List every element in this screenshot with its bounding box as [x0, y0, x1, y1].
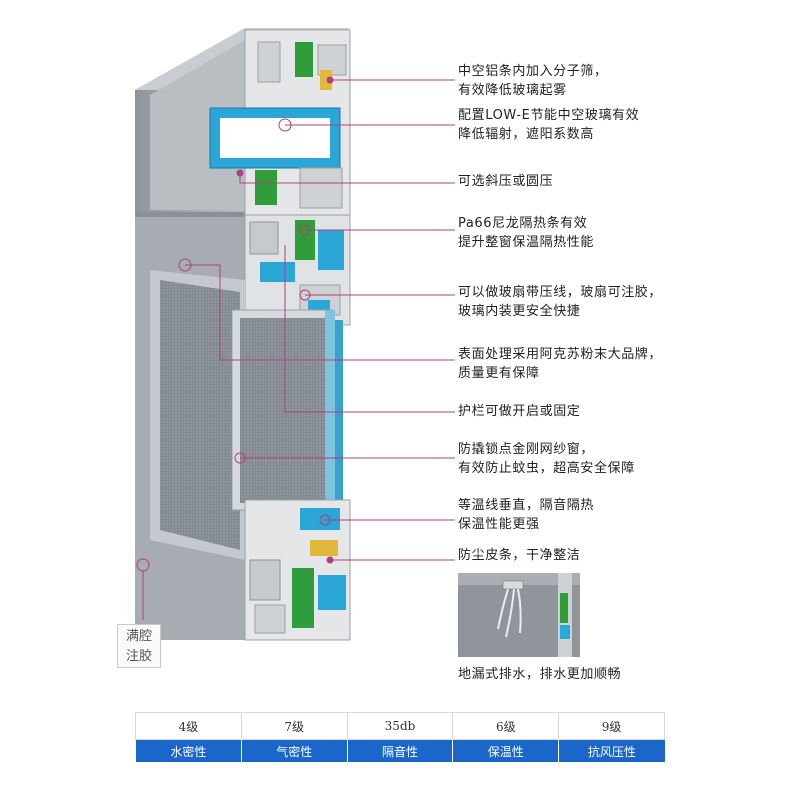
callout-glass-bead: 可以做玻扇带压线，玻扇可注胶， 玻璃内装更安全快捷 — [458, 283, 662, 321]
rating-value-watertight: 4级 — [135, 712, 242, 740]
callout-line: 质量更有保障 — [458, 366, 540, 381]
stamp-line: 满腔 — [125, 629, 152, 644]
drainage-caption: 地漏式排水，排水更加顺畅 — [458, 667, 622, 682]
leader-3 — [239, 175, 455, 184]
callout-line: 保温性能更强 — [458, 517, 540, 532]
callout-line: 表面处理采用阿克苏粉末大品牌， — [458, 347, 663, 362]
rating-value-wind: 9级 — [558, 712, 665, 740]
rating-value-sound: 35db — [346, 712, 454, 740]
callout-line: 配置LOW-E节能中空玻璃有效 — [458, 108, 640, 123]
callout-line: 防尘皮条，干净整洁 — [458, 548, 581, 563]
top-profile-section — [209, 29, 351, 216]
callout-security-screen: 防撬锁点金刚网纱窗， 有效防止蚊虫，超高安全保障 — [458, 440, 635, 478]
callout-dust-seal: 防尘皮条，干净整洁 — [458, 546, 580, 565]
ratings-values-row: 4级 7级 35db 6级 9级 — [135, 712, 665, 740]
callout-powder-coating: 表面处理采用阿克苏粉末大品牌， 质量更有保障 — [458, 345, 662, 383]
leader-6 — [185, 264, 455, 361]
bottom-profile-section — [244, 499, 351, 641]
callout-line: 有效防止蚊虫，超高安全保障 — [458, 461, 635, 476]
rating-value-airtight: 7级 — [240, 712, 348, 740]
leader-7 — [284, 245, 455, 413]
full-cavity-glue-label: 满腔 注胶 — [117, 624, 161, 668]
callout-line: 可以做玻扇带压线，玻扇可注胶， — [458, 285, 663, 300]
rating-label-wind: 抗风压性 — [558, 739, 665, 762]
callout-line: 可选斜压或圆压 — [458, 174, 554, 189]
stamp-line: 注胶 — [125, 649, 152, 664]
callout-line: Pa66尼龙隔热条有效 — [458, 216, 588, 231]
callout-line: 等温线垂直，隔音隔热 — [458, 498, 595, 513]
callout-line: 降低辐射，遮阳系数高 — [458, 127, 595, 142]
callout-line: 护栏可做开启或固定 — [458, 404, 581, 419]
transom-profile-section — [244, 214, 351, 326]
rating-label-thermal: 保温性 — [452, 739, 559, 762]
callout-bead-style: 可选斜压或圆压 — [458, 172, 553, 191]
callout-guardrail: 护栏可做开启或固定 — [458, 402, 580, 421]
callout-line: 中空铝条内加入分子筛， — [458, 64, 608, 79]
rating-label-watertight: 水密性 — [135, 739, 242, 762]
ratings-labels-row: 水密性 气密性 隔音性 保温性 抗风压性 — [135, 739, 665, 762]
drainage-photo — [458, 573, 580, 657]
callout-low-e-glass: 配置LOW-E节能中空玻璃有效 降低辐射，遮阳系数高 — [458, 106, 639, 144]
rating-value-thermal: 6级 — [452, 712, 560, 740]
screen-sash — [150, 270, 343, 560]
callout-line: 提升整窗保温隔热性能 — [458, 235, 595, 250]
callout-line: 防撬锁点金刚网纱窗， — [458, 442, 595, 457]
rating-label-sound: 隔音性 — [346, 739, 453, 762]
rating-label-airtight: 气密性 — [240, 739, 348, 762]
callout-isotherm: 等温线垂直，隔音隔热 保温性能更强 — [458, 496, 594, 534]
callout-molecular-sieve: 中空铝条内加入分子筛， 有效降低玻璃起雾 — [458, 62, 608, 100]
callout-line: 有效降低玻璃起雾 — [458, 83, 567, 98]
callout-leaders — [136, 76, 455, 620]
callout-line: 玻璃内装更安全快捷 — [458, 304, 581, 319]
callout-pa66-strip: Pa66尼龙隔热条有效 提升整窗保温隔热性能 — [458, 214, 594, 252]
performance-ratings-table: 4级 7级 35db 6级 9级 水密性 气密性 隔音性 保温性 抗风压性 — [135, 712, 665, 762]
